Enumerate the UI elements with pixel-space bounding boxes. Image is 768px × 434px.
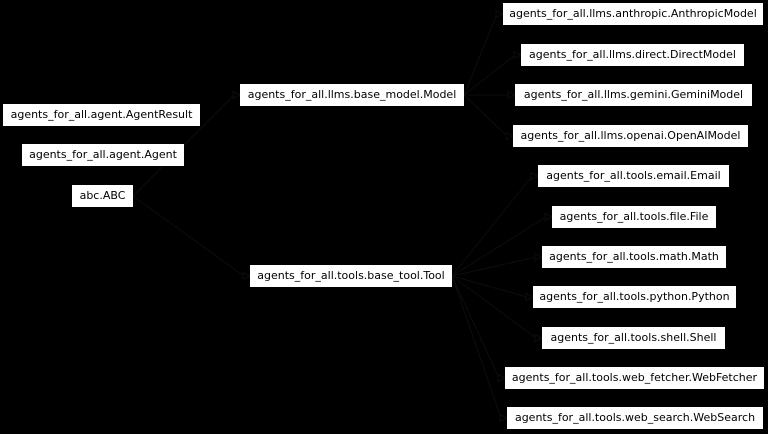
class-node-base-tool[interactable]: agents_for_all.tools.base_tool.Tool xyxy=(250,265,452,287)
class-node-agent[interactable]: agents_for_all.agent.Agent xyxy=(22,144,184,166)
class-node-web-search[interactable]: agents_for_all.tools.web_search.WebSearc… xyxy=(507,407,763,429)
class-node-anthropic-model[interactable]: agents_for_all.llms.anthropic.AnthropicM… xyxy=(503,3,763,25)
class-node-email[interactable]: agents_for_all.tools.email.Email xyxy=(538,165,729,187)
class-node-base-model[interactable]: agents_for_all.llms.base_model.Model xyxy=(240,84,464,106)
class-node-gemini-model[interactable]: agents_for_all.llms.gemini.GeminiModel xyxy=(515,84,752,106)
class-node-openai-model[interactable]: agents_for_all.llms.openai.OpenAIModel xyxy=(513,125,748,147)
class-node-abc-abc[interactable]: abc.ABC xyxy=(72,185,133,207)
class-node-web-fetcher[interactable]: agents_for_all.tools.web_fetcher.WebFetc… xyxy=(505,367,764,389)
class-node-math[interactable]: agents_for_all.tools.math.Math xyxy=(542,246,726,268)
class-node-file[interactable]: agents_for_all.tools.file.File xyxy=(552,206,716,228)
class-node-direct-model[interactable]: agents_for_all.llms.direct.DirectModel xyxy=(521,44,744,66)
class-node-python[interactable]: agents_for_all.tools.python.Python xyxy=(533,286,736,308)
class-node-shell[interactable]: agents_for_all.tools.shell.Shell xyxy=(542,327,725,349)
class-node-agent-result[interactable]: agents_for_all.agent.AgentResult xyxy=(3,104,200,126)
